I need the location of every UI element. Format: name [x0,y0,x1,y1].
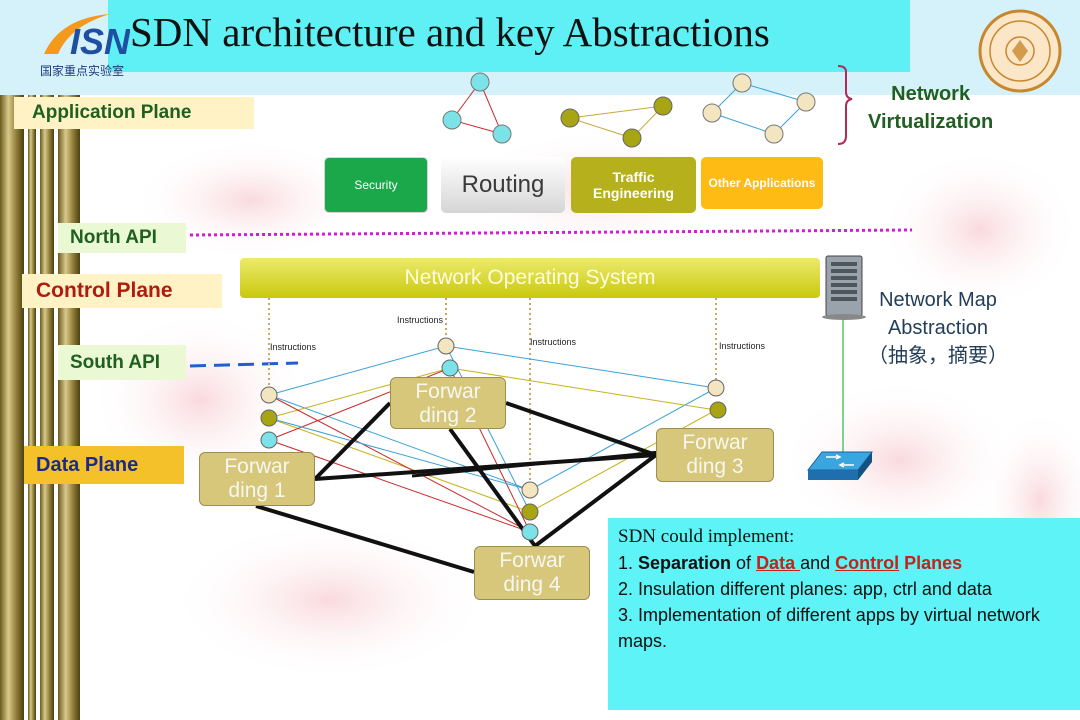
instructions-label: Instructions [270,342,317,352]
virtual-network-red [442,72,512,144]
map-line1: Network Map [879,289,997,311]
control-plane-label: Control Plane [22,274,222,308]
svg-text:ISN: ISN [70,21,130,62]
note-heading: SDN could implement: [618,526,795,547]
north-api-line [189,228,913,237]
fwd-label: Forwar [415,380,481,403]
note-text: and [800,553,836,573]
virtualization-bracket [837,65,853,145]
fwd-label: Forwar [682,431,748,454]
virtual-mesh [268,345,718,533]
nv-line1: Network [891,83,971,105]
note-text: of [731,553,757,573]
note-control-word: Control [835,553,900,573]
note-item-1: 1. Separation of Data and Control Planes [618,550,1070,576]
fwd-label: Forwar [499,549,565,572]
title-band [108,0,910,72]
south-api-line [189,361,299,368]
virtual-network-olive [560,96,673,148]
note-text: 1. [618,553,639,573]
virtual-nodes [260,337,727,541]
fwd-label: Forwar [224,455,290,478]
instructions-label: Instructions [397,315,444,325]
note-item-2: 2. Insulation different planes: app, ctr… [618,579,992,599]
data-plane-label: Data Plane [24,446,184,484]
isn-logo-icon: ISN [44,14,130,62]
forwarding-node-1: Forwar ding 1 [199,452,315,506]
fwd-label: ding 1 [228,479,286,502]
note-bold: Separation [638,553,732,573]
lab-name-text: 国家重点实验室 [40,64,125,78]
security-app-box: Security [324,157,428,213]
south-api-label: South API [58,345,186,380]
fwd-label: ding 2 [419,404,477,427]
note-item-3: 3. Implementation of different apps by v… [618,605,1040,651]
map-line3: （抽象，摘要） [868,345,1008,367]
physical-links [255,401,661,574]
application-plane-label: Application Plane [14,97,254,129]
instruction-links [268,298,717,485]
network-virtualization-label: Network Virtualization [868,80,993,136]
network-map-abstraction-label: Network Map Abstraction （抽象，摘要） [868,286,1008,370]
sdn-summary-note: SDN could implement: 1. Separation of Da… [608,518,1080,710]
map-line2: Abstraction [887,317,989,339]
forwarding-node-3: Forwar ding 3 [656,428,774,482]
university-seal-icon [978,9,1062,93]
routing-app-box: Routing [441,157,565,213]
fwd-label: ding 4 [503,573,561,596]
forwarding-node-4: Forwar ding 4 [474,546,590,600]
instructions-label: Instructions [719,341,766,351]
slide-title: SDN architecture and key Abstractions [130,9,770,55]
network-operating-system-bar: Network Operating System [240,258,820,298]
note-data-word: Data [756,553,801,573]
instructions-label: Instructions [530,337,577,347]
north-api-label: North API [58,223,186,253]
virtual-network-blue [702,73,816,144]
nv-line2: Virtualization [868,111,994,133]
switch-icon [806,451,874,480]
other-applications-app-box: Other Applications [701,157,823,209]
traffic-engineering-app-box: Traffic Engineering [571,157,696,213]
server-icon [822,255,866,320]
note-planes-word: Planes [899,553,963,573]
forwarding-node-2: Forwar ding 2 [390,377,506,429]
fwd-label: ding 3 [686,455,744,478]
